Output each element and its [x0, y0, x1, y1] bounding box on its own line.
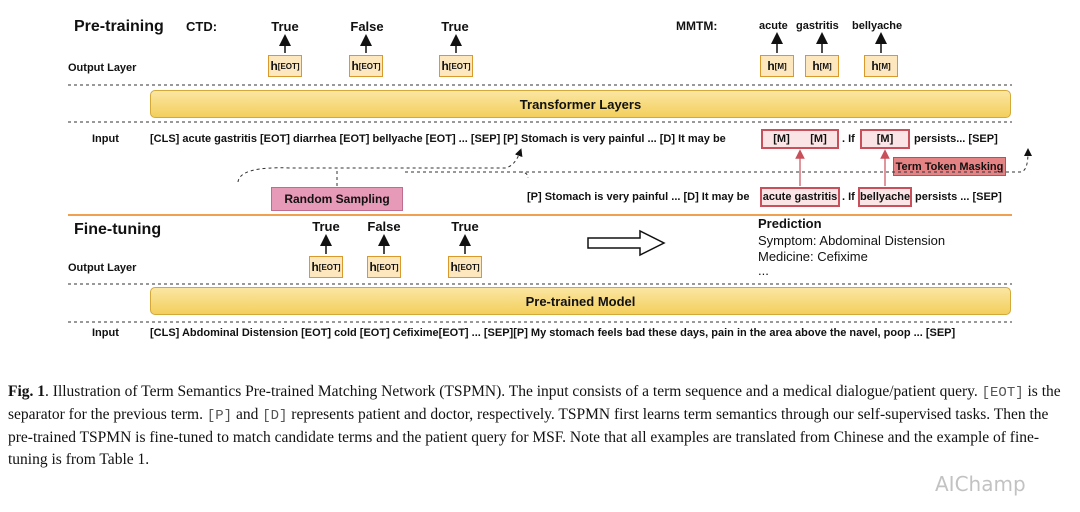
ctd-output-1: True — [271, 19, 299, 34]
prediction-symptom: Symptom: Abdominal Distension — [758, 233, 946, 248]
finetune-output-3: True — [451, 219, 479, 234]
mmtm-label: MMTM: — [676, 19, 718, 33]
mask-token-3: [M] — [876, 133, 894, 145]
dialogue-connector — [520, 148, 1032, 173]
watermark-logo: AIChamp — [935, 472, 1026, 496]
finetuning-output-layer-label: Output Layer — [68, 262, 137, 274]
pretraining-title: Pre-training — [74, 18, 164, 35]
original-dialogue-tail: persists ... [SEP] — [915, 191, 1002, 203]
term-token-masking-box: Term Token Masking — [893, 157, 1006, 176]
figure-caption: Fig. 1. Illustration of Term Semantics P… — [8, 383, 1061, 468]
fine-tune-hollow-arrow — [587, 229, 666, 257]
finetuning-input-label: Input — [92, 327, 119, 339]
mmtm-output-3: bellyache — [852, 20, 903, 32]
ctd-hidden-eot-1: h[EOT] — [268, 55, 302, 77]
masked-term-box-1: [M] [M] — [761, 129, 839, 149]
mmtm-output-1: acute — [759, 20, 788, 32]
pretraining-input-label: Input — [92, 133, 119, 145]
prediction-medicine: Medicine: Cefixime — [758, 249, 868, 264]
ctd-output-2: False — [350, 19, 384, 34]
diagram-connectors — [68, 32, 1032, 323]
mmtm-output-2: gastritis — [796, 20, 839, 32]
mask-token-1: [M] — [773, 133, 790, 145]
ctd-output-3: True — [441, 19, 469, 34]
finetune-hidden-eot-1: Predictionh[EOT] — [309, 256, 343, 278]
pretraining-input-sequence: [CLS] acute gastritis [EOT] diarrhea [EO… — [150, 133, 726, 145]
pretrained-model-band: Pre-trained Model — [150, 287, 1011, 315]
masked-input-tail: persists... [SEP] — [914, 133, 998, 145]
ctd-label: CTD: — [186, 19, 218, 34]
masked-input-between: . If — [842, 133, 855, 145]
prediction-title: Prediction — [758, 216, 822, 231]
original-between: . If — [842, 191, 855, 203]
finetune-output-1: True — [312, 219, 340, 234]
ctd-hidden-eot-3: h[EOT] — [439, 55, 473, 77]
mask-token-2: [M] — [810, 133, 827, 145]
original-dialogue-sequence: [P] Stomach is very painful ... [D] It m… — [527, 191, 750, 203]
transformer-layers-band: Transformer Layers — [150, 90, 1011, 118]
original-term-box-2: bellyache — [858, 187, 912, 207]
finetuning-title: Fine-tuning — [74, 221, 162, 238]
original-term-box-1: acute gastritis — [760, 187, 840, 207]
mmtm-hidden-mask-2: h[M] — [805, 55, 839, 77]
pretraining-output-layer-label: Output Layer — [68, 62, 137, 74]
mmtm-hidden-mask-1: h[M] — [760, 55, 794, 77]
finetune-hidden-eot-3: h[EOT] — [448, 256, 482, 278]
finetuning-input-sequence: [CLS] Abdominal Distension [EOT] cold [E… — [150, 327, 956, 339]
random-sampling-connector-left — [237, 148, 523, 183]
finetune-output-2: False — [367, 219, 401, 234]
masked-term-box-2: [M] — [860, 129, 910, 149]
ctd-hidden-eot-2: h[EOT] — [349, 55, 383, 77]
figure-label: Fig. 1 — [8, 383, 46, 400]
random-sampling-connector-right — [405, 171, 529, 179]
finetune-hidden-eot-2: h[EOT] — [367, 256, 401, 278]
prediction-ellipsis: ... — [758, 263, 769, 278]
random-sampling-box: Random Sampling — [271, 187, 403, 211]
mmtm-hidden-mask-3: h[M] — [864, 55, 898, 77]
